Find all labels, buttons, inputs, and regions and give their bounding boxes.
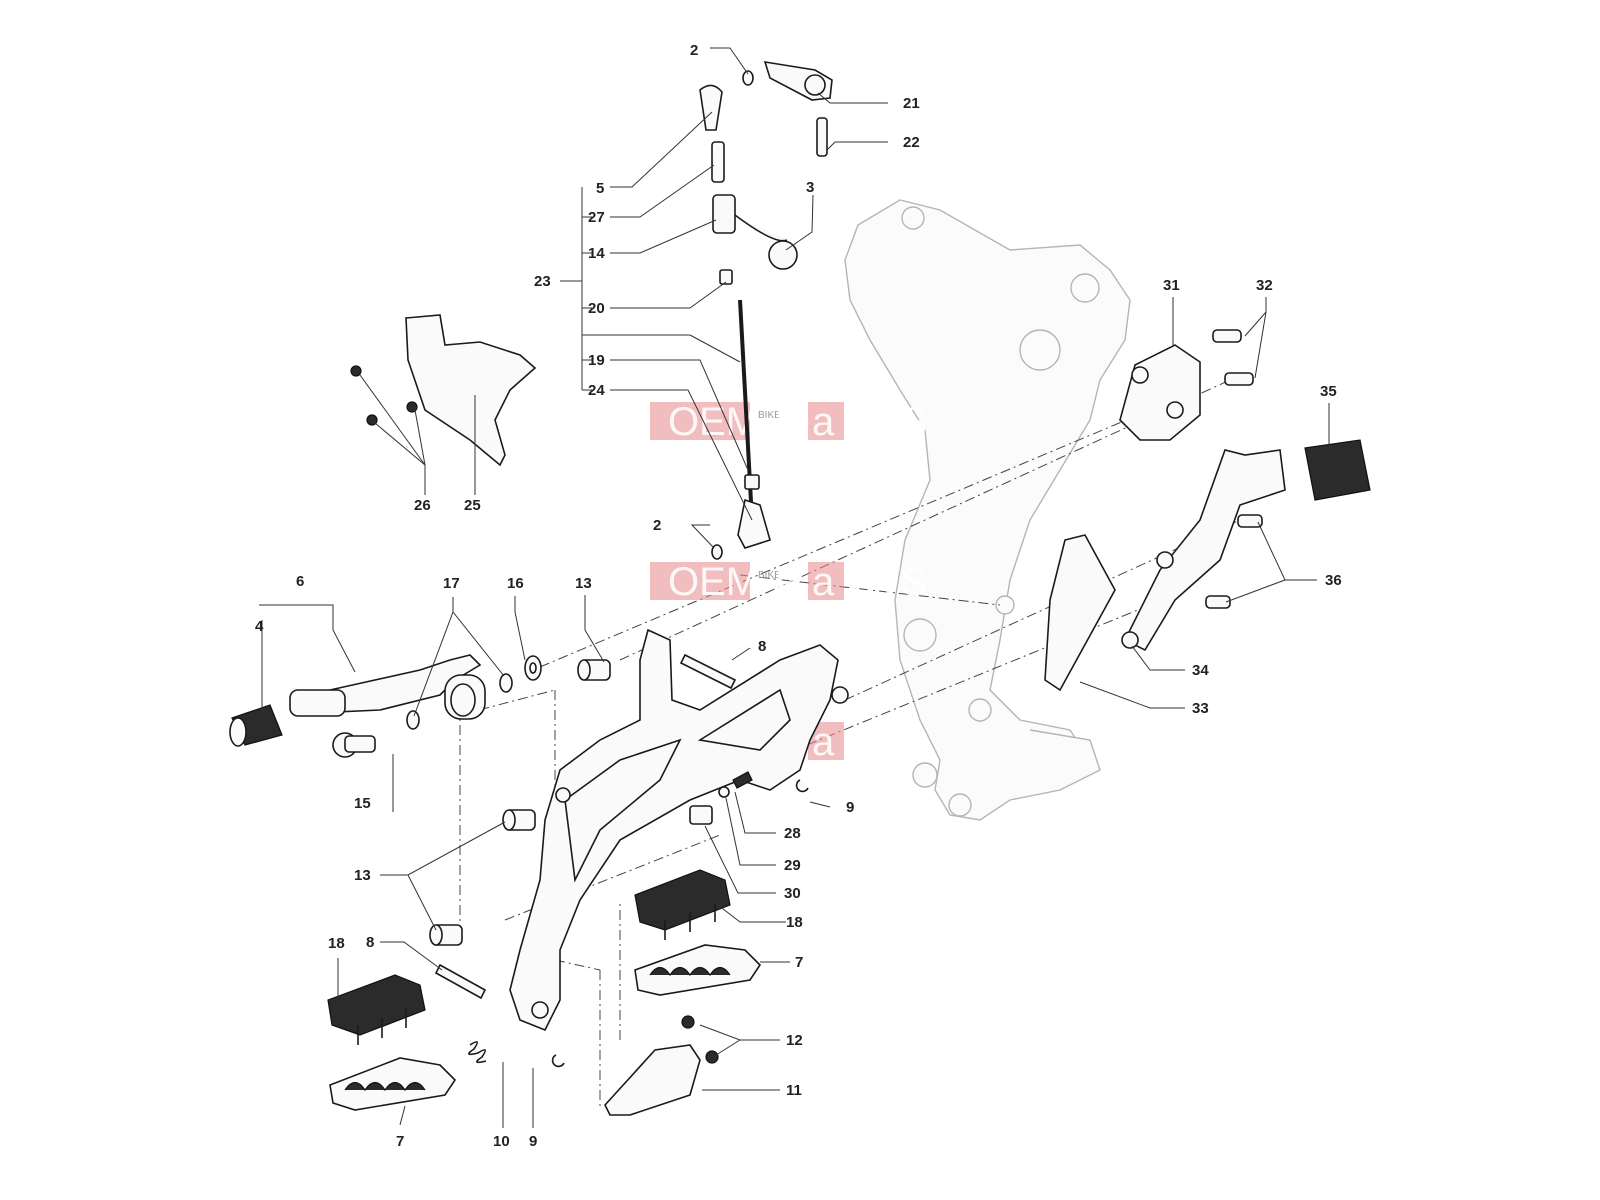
- svg-text:BIKE: BIKE: [758, 570, 781, 581]
- watermark-1: OEM BIKE P a RTS: [650, 400, 927, 444]
- callout-7-left: 7: [396, 1133, 404, 1150]
- callout-24: 24: [588, 382, 605, 399]
- part-chain-guard-25: [405, 314, 537, 467]
- part-footpeg-bracket: [509, 628, 849, 1032]
- callout-14: 14: [588, 245, 605, 262]
- callout-18-left: 18: [328, 935, 345, 952]
- watermark-2: OEM BIKE P a RTS: [650, 560, 927, 604]
- callout-23: 23: [534, 273, 551, 290]
- part-screw-26: [350, 365, 418, 426]
- callout-7-right: 7: [795, 954, 803, 971]
- callout-13-top: 13: [575, 575, 592, 592]
- part-heel-guard-11: [604, 1044, 701, 1116]
- callout-2-top: 2: [690, 42, 698, 59]
- part-bolt-36: [1205, 514, 1263, 609]
- callout-9-right: 9: [846, 799, 854, 816]
- callout-8-top: 8: [758, 638, 766, 655]
- callout-17: 17: [443, 575, 460, 592]
- frame-outline: [844, 199, 1131, 821]
- svg-text:RTS: RTS: [848, 400, 927, 444]
- callout-30: 30: [784, 885, 801, 902]
- part-spring-28: [732, 771, 753, 789]
- callout-33: 33: [1192, 700, 1209, 717]
- svg-text:P: P: [775, 400, 802, 444]
- callout-2-bottom: 2: [653, 517, 661, 534]
- callout-27: 27: [588, 209, 605, 226]
- callout-35: 35: [1320, 383, 1337, 400]
- part-bolt-15: [332, 732, 376, 758]
- part-washer-2: [711, 70, 754, 560]
- callout-10: 10: [493, 1133, 510, 1150]
- callout-15: 15: [354, 795, 371, 812]
- part-gear-lever: [289, 654, 486, 720]
- part-oring-17: [406, 673, 513, 730]
- callout-32: 32: [1256, 277, 1273, 294]
- callout-5: 5: [596, 180, 604, 197]
- callout-3: 3: [806, 179, 814, 196]
- callout-16: 16: [507, 575, 524, 592]
- part-pad-30: [689, 805, 713, 825]
- part-clip-9: [551, 779, 809, 1068]
- callout-labels: 2 2 3 4 5 6 7 7 8 8 9 9 10 11 12 13 13 1…: [255, 42, 1342, 1150]
- callout-4: 4: [255, 618, 264, 635]
- callout-11: 11: [786, 1082, 802, 1099]
- svg-text:RTS: RTS: [848, 560, 927, 604]
- callout-18-right: 18: [786, 914, 803, 931]
- svg-text:RTS: RTS: [848, 720, 927, 764]
- part-spring-10: [468, 1041, 487, 1064]
- part-pin-8: [434, 653, 737, 1000]
- callout-21: 21: [903, 95, 920, 112]
- callout-29: 29: [784, 857, 801, 874]
- callout-12: 12: [786, 1032, 803, 1049]
- svg-text:a: a: [812, 560, 835, 604]
- part-washer-16: [524, 655, 542, 681]
- svg-text:a: a: [812, 400, 835, 444]
- callout-34: 34: [1192, 662, 1209, 679]
- leader-lines: [259, 47, 1330, 1128]
- callout-20: 20: [588, 300, 605, 317]
- part-screw-12: [681, 1015, 719, 1064]
- callout-31: 31: [1163, 277, 1180, 294]
- part-shift-lever-21: [763, 61, 833, 101]
- callout-36: 36: [1325, 572, 1342, 589]
- callout-28: 28: [784, 825, 801, 842]
- callout-8-bottom: 8: [366, 934, 374, 951]
- part-bracket-31: [1119, 344, 1201, 441]
- part-brake-lever-34: [1121, 449, 1286, 652]
- callout-9-bottom: 9: [529, 1133, 537, 1150]
- part-washer-29: [718, 786, 730, 798]
- part-linkage-rod: [699, 84, 798, 549]
- part-bolt-13: [429, 659, 611, 946]
- svg-text:OEM: OEM: [668, 560, 759, 604]
- svg-text:BIKE: BIKE: [758, 410, 781, 421]
- svg-text:a: a: [812, 720, 835, 764]
- callout-13-left: 13: [354, 867, 371, 884]
- part-bolt-22: [816, 117, 828, 157]
- callout-6: 6: [296, 573, 304, 590]
- part-heel-guard-33: [1044, 534, 1116, 692]
- callout-25: 25: [464, 497, 481, 514]
- part-rubber-35: [1304, 439, 1371, 501]
- svg-text:P: P: [775, 560, 802, 604]
- part-bolt-32: [1212, 329, 1254, 386]
- part-peg-rubber-4: [229, 704, 283, 747]
- callout-19: 19: [588, 352, 605, 369]
- part-footpeg-rubber-18: [327, 869, 731, 1045]
- callout-22: 22: [903, 134, 920, 151]
- part-footpeg-7: [329, 944, 762, 1111]
- callout-26: 26: [414, 497, 431, 514]
